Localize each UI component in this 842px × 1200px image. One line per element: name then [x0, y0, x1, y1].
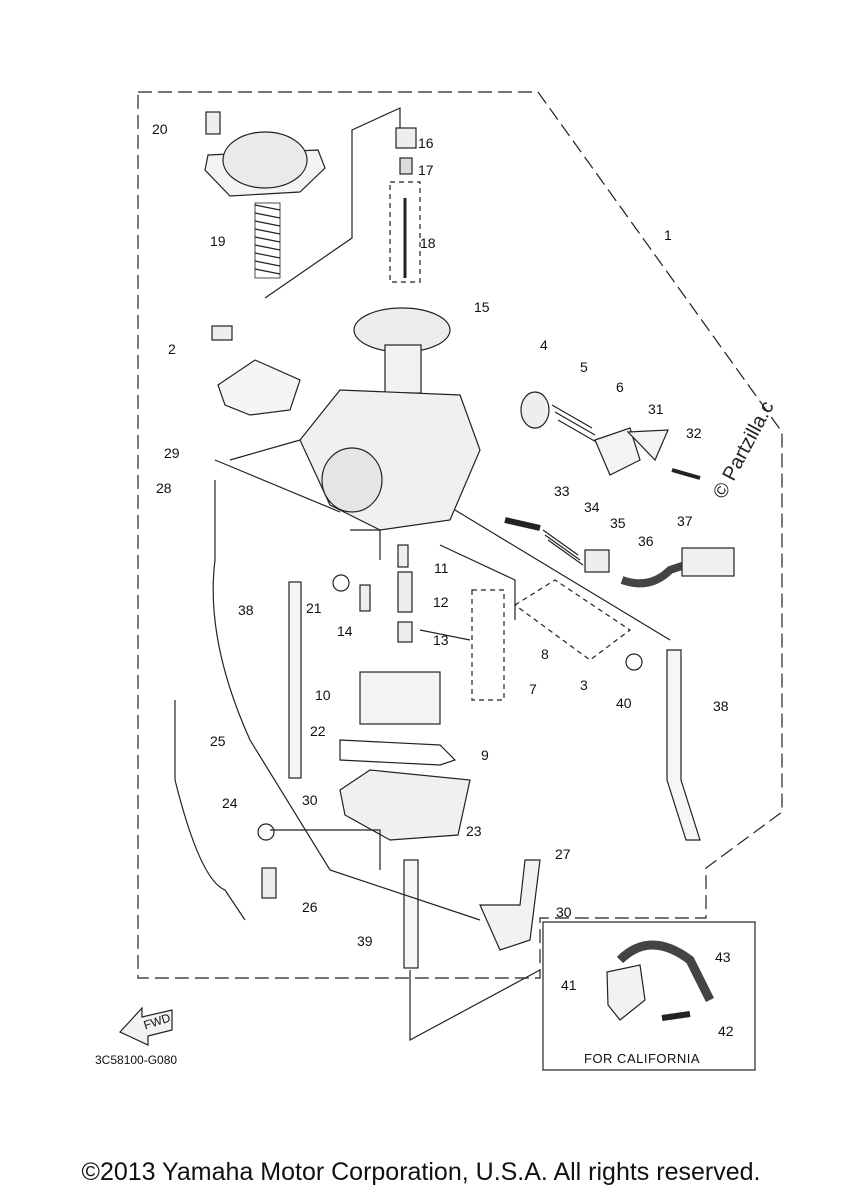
intake-port — [321, 447, 383, 513]
callout-31: 31 — [648, 401, 664, 417]
callout-42: 42 — [718, 1023, 734, 1039]
jet-11 — [397, 544, 409, 568]
callout-30a: 30 — [302, 792, 318, 808]
callout-20: 20 — [152, 121, 168, 137]
jet-group-box — [471, 589, 505, 701]
california-box — [542, 921, 756, 1071]
needle-group-box — [389, 181, 421, 283]
top-cap-dome — [222, 131, 308, 189]
tube-38-left — [288, 581, 302, 779]
cable-28 — [212, 480, 481, 921]
callout-27: 27 — [555, 846, 571, 862]
callout-2: 2 — [168, 341, 176, 357]
callout-9: 9 — [481, 747, 489, 763]
screw-32 — [671, 468, 701, 480]
fitting-26 — [261, 867, 277, 899]
callout-36: 36 — [638, 533, 654, 549]
callout-18: 18 — [420, 235, 436, 251]
washer-21 — [332, 574, 350, 592]
fuel-cock-41 — [606, 964, 646, 1021]
spring-34 — [542, 529, 584, 566]
callout-3: 3 — [580, 677, 588, 693]
callout-11: 11 — [434, 560, 449, 576]
callout-8: 8 — [541, 646, 549, 662]
fitting-35 — [584, 549, 610, 573]
screw-33 — [504, 517, 541, 531]
callout-5: 5 — [580, 359, 588, 375]
callout-15: 15 — [474, 299, 490, 315]
callout-21: 21 — [306, 600, 322, 616]
callout-32: 32 — [686, 425, 702, 441]
spring-19 — [254, 202, 281, 279]
float-bowl — [339, 769, 471, 841]
tube-38-right — [666, 649, 701, 841]
fitting-37 — [681, 547, 735, 577]
callout-38b: 38 — [713, 698, 729, 714]
hose-36 — [620, 556, 702, 588]
callout-39: 39 — [357, 933, 373, 949]
callout-24: 24 — [222, 795, 238, 811]
callout-1: 1 — [664, 227, 672, 243]
jet-14 — [359, 584, 371, 612]
callout-38a: 38 — [238, 602, 254, 618]
callout-13: 13 — [433, 632, 449, 648]
callout-29: 29 — [164, 445, 180, 461]
callout-17: 17 — [418, 162, 434, 178]
callout-6: 6 — [616, 379, 624, 395]
float-10 — [359, 671, 441, 725]
callout-12: 12 — [433, 594, 449, 610]
hose-43 — [616, 940, 715, 1003]
piston — [384, 344, 422, 394]
spring-17 — [399, 157, 413, 175]
callout-4: 4 — [540, 337, 548, 353]
tube-39 — [403, 859, 419, 969]
gasket-22 — [339, 739, 457, 766]
california-label: FOR CALIFORNIA — [584, 1051, 700, 1066]
callout-16: 16 — [418, 135, 434, 151]
callout-26: 26 — [302, 899, 318, 915]
fwd-arrow — [119, 1006, 173, 1046]
callout-30b: 30 — [556, 904, 572, 920]
screw-20 — [205, 111, 221, 135]
callout-7: 7 — [529, 681, 537, 697]
pump-cover-6 — [594, 427, 641, 476]
pump-lever-31 — [626, 429, 669, 462]
callout-25: 25 — [210, 733, 226, 749]
bracket-27 — [479, 859, 541, 951]
callout-40: 40 — [616, 695, 632, 711]
cap-40 — [625, 653, 643, 671]
callout-43: 43 — [715, 949, 731, 965]
pump-spring-5 — [551, 404, 599, 444]
jet-13 — [397, 621, 413, 643]
diagram-code: 3C58100-G080 — [95, 1053, 177, 1067]
bracket-2 — [217, 359, 301, 416]
pilot-screw-box — [513, 579, 632, 661]
callout-22: 22 — [310, 723, 326, 739]
callout-37: 37 — [677, 513, 693, 529]
callout-10: 10 — [315, 687, 331, 703]
copyright-footer: ©2013 Yamaha Motor Corporation, U.S.A. A… — [81, 1158, 761, 1186]
pump-diaphragm-4 — [520, 391, 550, 429]
callout-41: 41 — [561, 977, 577, 993]
jet-12 — [397, 571, 413, 613]
callout-33: 33 — [554, 483, 570, 499]
assembly-boundary — [137, 91, 783, 979]
callout-34: 34 — [584, 499, 600, 515]
wire-25 — [174, 700, 246, 921]
washer-24 — [257, 823, 275, 841]
screw-2 — [211, 325, 233, 341]
callout-19: 19 — [210, 233, 226, 249]
callout-28: 28 — [156, 480, 172, 496]
needle-cap-16 — [395, 127, 417, 149]
callout-23: 23 — [466, 823, 482, 839]
carburetor-body — [299, 389, 481, 531]
screw-42 — [661, 1011, 691, 1021]
watermark: © Partzilla.c — [709, 398, 779, 503]
callout-35: 35 — [610, 515, 626, 531]
callout-14: 14 — [337, 623, 353, 639]
